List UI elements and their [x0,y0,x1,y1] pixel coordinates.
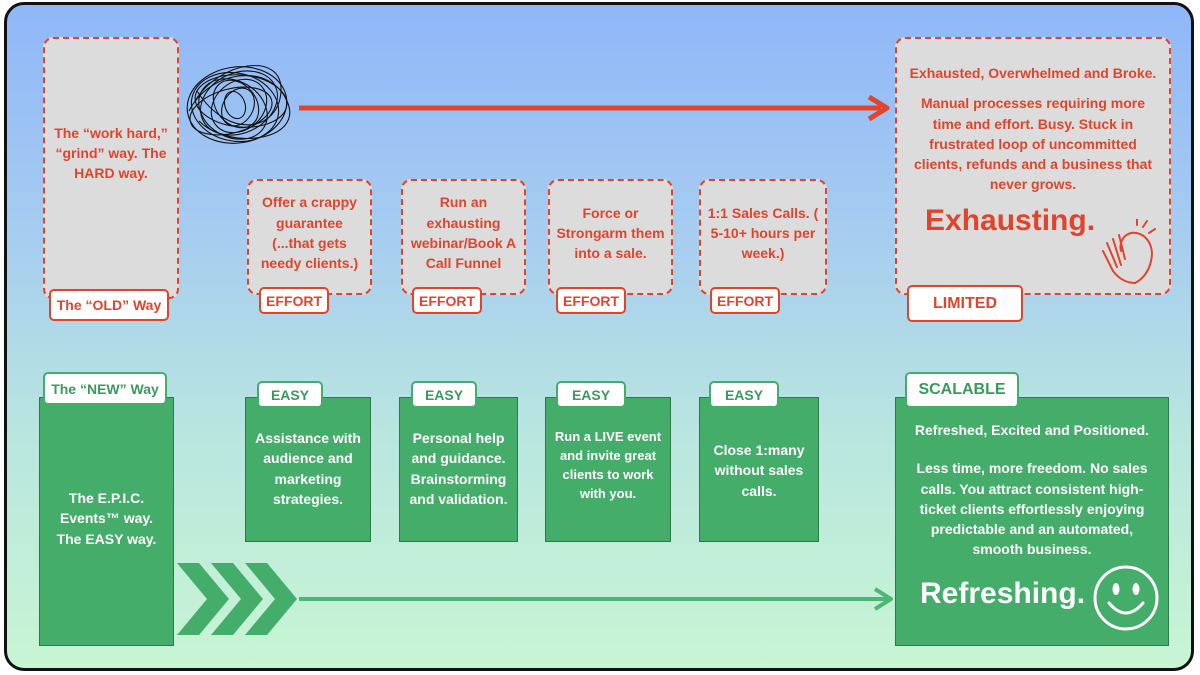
new-step-4-box: Close 1:many without sales calls. [699,397,819,542]
old-result-box: Exhausted, Overwhelmed and Broke. Manual… [895,37,1171,295]
old-step-1-tag: EFFORT [259,287,329,314]
old-way-box: The “work hard,” “grind” way. The HARD w… [43,37,179,299]
new-result-box: Refreshed, Excited and Positioned. Less … [895,397,1169,646]
new-step-2-box: Personal help and guidance. Brainstormin… [399,397,518,542]
new-result-tag: SCALABLE [905,372,1019,408]
old-way-arrow [299,94,890,122]
new-result-line2: Less time, more freedom. No sales calls.… [916,460,1148,558]
old-step-3-tag-label: EFFORT [563,292,619,309]
old-way-text: The “work hard,” “grind” way. The HARD w… [54,124,168,182]
new-step-3-text: Run a LIVE event and invite great client… [554,429,662,501]
hand-face-icon [1102,219,1156,284]
old-step-1-text: Offer a crappy guarantee (...that gets n… [260,194,359,272]
old-way-tag-label: The “OLD” Way [56,297,162,313]
old-result-tag: LIMITED [907,285,1023,322]
old-step-2-tag-label: EFFORT [419,292,475,309]
new-step-1-text: Assistance with audience and marketing s… [255,430,361,507]
new-step-1-box: Assistance with audience and marketing s… [245,397,371,542]
old-step-4-tag-label: EFFORT [717,292,773,309]
old-way-tag: The “OLD” Way [49,289,169,321]
new-result-line1: Refreshed, Excited and Positioned. [914,422,1150,438]
new-step-2-tag-label: EASY [424,386,464,403]
new-way-tag-label: The “NEW” Way [51,380,159,397]
old-result-big: Exhausting. [925,203,1096,237]
old-step-2-box: Run an exhausting webinar/Book A Call Fu… [401,179,526,295]
scribble-icon [186,65,291,144]
old-step-3-tag: EFFORT [556,287,626,314]
old-step-4-text: 1:1 Sales Calls. ( 5-10+ hours per week.… [707,204,819,262]
old-step-3-text: Force or Strongarm them into a sale. [556,204,665,262]
old-step-3-box: Force or Strongarm them into a sale. [548,179,673,295]
old-step-4-tag: EFFORT [710,287,780,314]
old-step-2-tag: EFFORT [412,287,482,314]
new-way-text: The E.P.I.C. Events™ way. The EASY way. [56,490,157,547]
old-step-1-box: Offer a crappy guarantee (...that gets n… [247,179,372,295]
new-step-3-box: Run a LIVE event and invite great client… [545,397,671,542]
new-step-1-tag-label: EASY [270,386,310,403]
new-way-tag: The “NEW” Way [43,372,167,405]
old-step-1-tag-label: EFFORT [266,292,322,309]
old-result-line1: Exhausted, Overwhelmed and Broke. [909,65,1157,81]
old-result-tag-label: LIMITED [933,294,997,312]
new-step-4-tag-label: EASY [724,386,764,403]
new-way-arrow [299,587,893,611]
old-step-4-box: 1:1 Sales Calls. ( 5-10+ hours per week.… [699,179,827,295]
new-step-3-tag-label: EASY [571,386,611,403]
new-step-2-tag: EASY [411,381,477,408]
old-result-line2: Manual processes requiring more time and… [913,95,1153,193]
new-way-box: The E.P.I.C. Events™ way. The EASY way. [39,397,174,646]
new-result-big: Refreshing. [920,576,1086,610]
new-step-4-text: Close 1:many without sales calls. [713,442,805,499]
chevrons-icon [177,563,297,635]
old-step-2-text: Run an exhausting webinar/Book A Call Fu… [410,194,517,272]
new-result-tag-label: SCALABLE [918,381,1006,398]
new-step-2-text: Personal help and guidance. Brainstormin… [409,430,508,507]
infographic-panel: The “work hard,” “grind” way. The HARD w… [4,2,1194,671]
new-step-4-tag: EASY [709,381,779,408]
smiley-face-icon [1093,565,1159,631]
new-step-1-tag: EASY [257,381,323,408]
new-step-3-tag: EASY [556,381,626,408]
